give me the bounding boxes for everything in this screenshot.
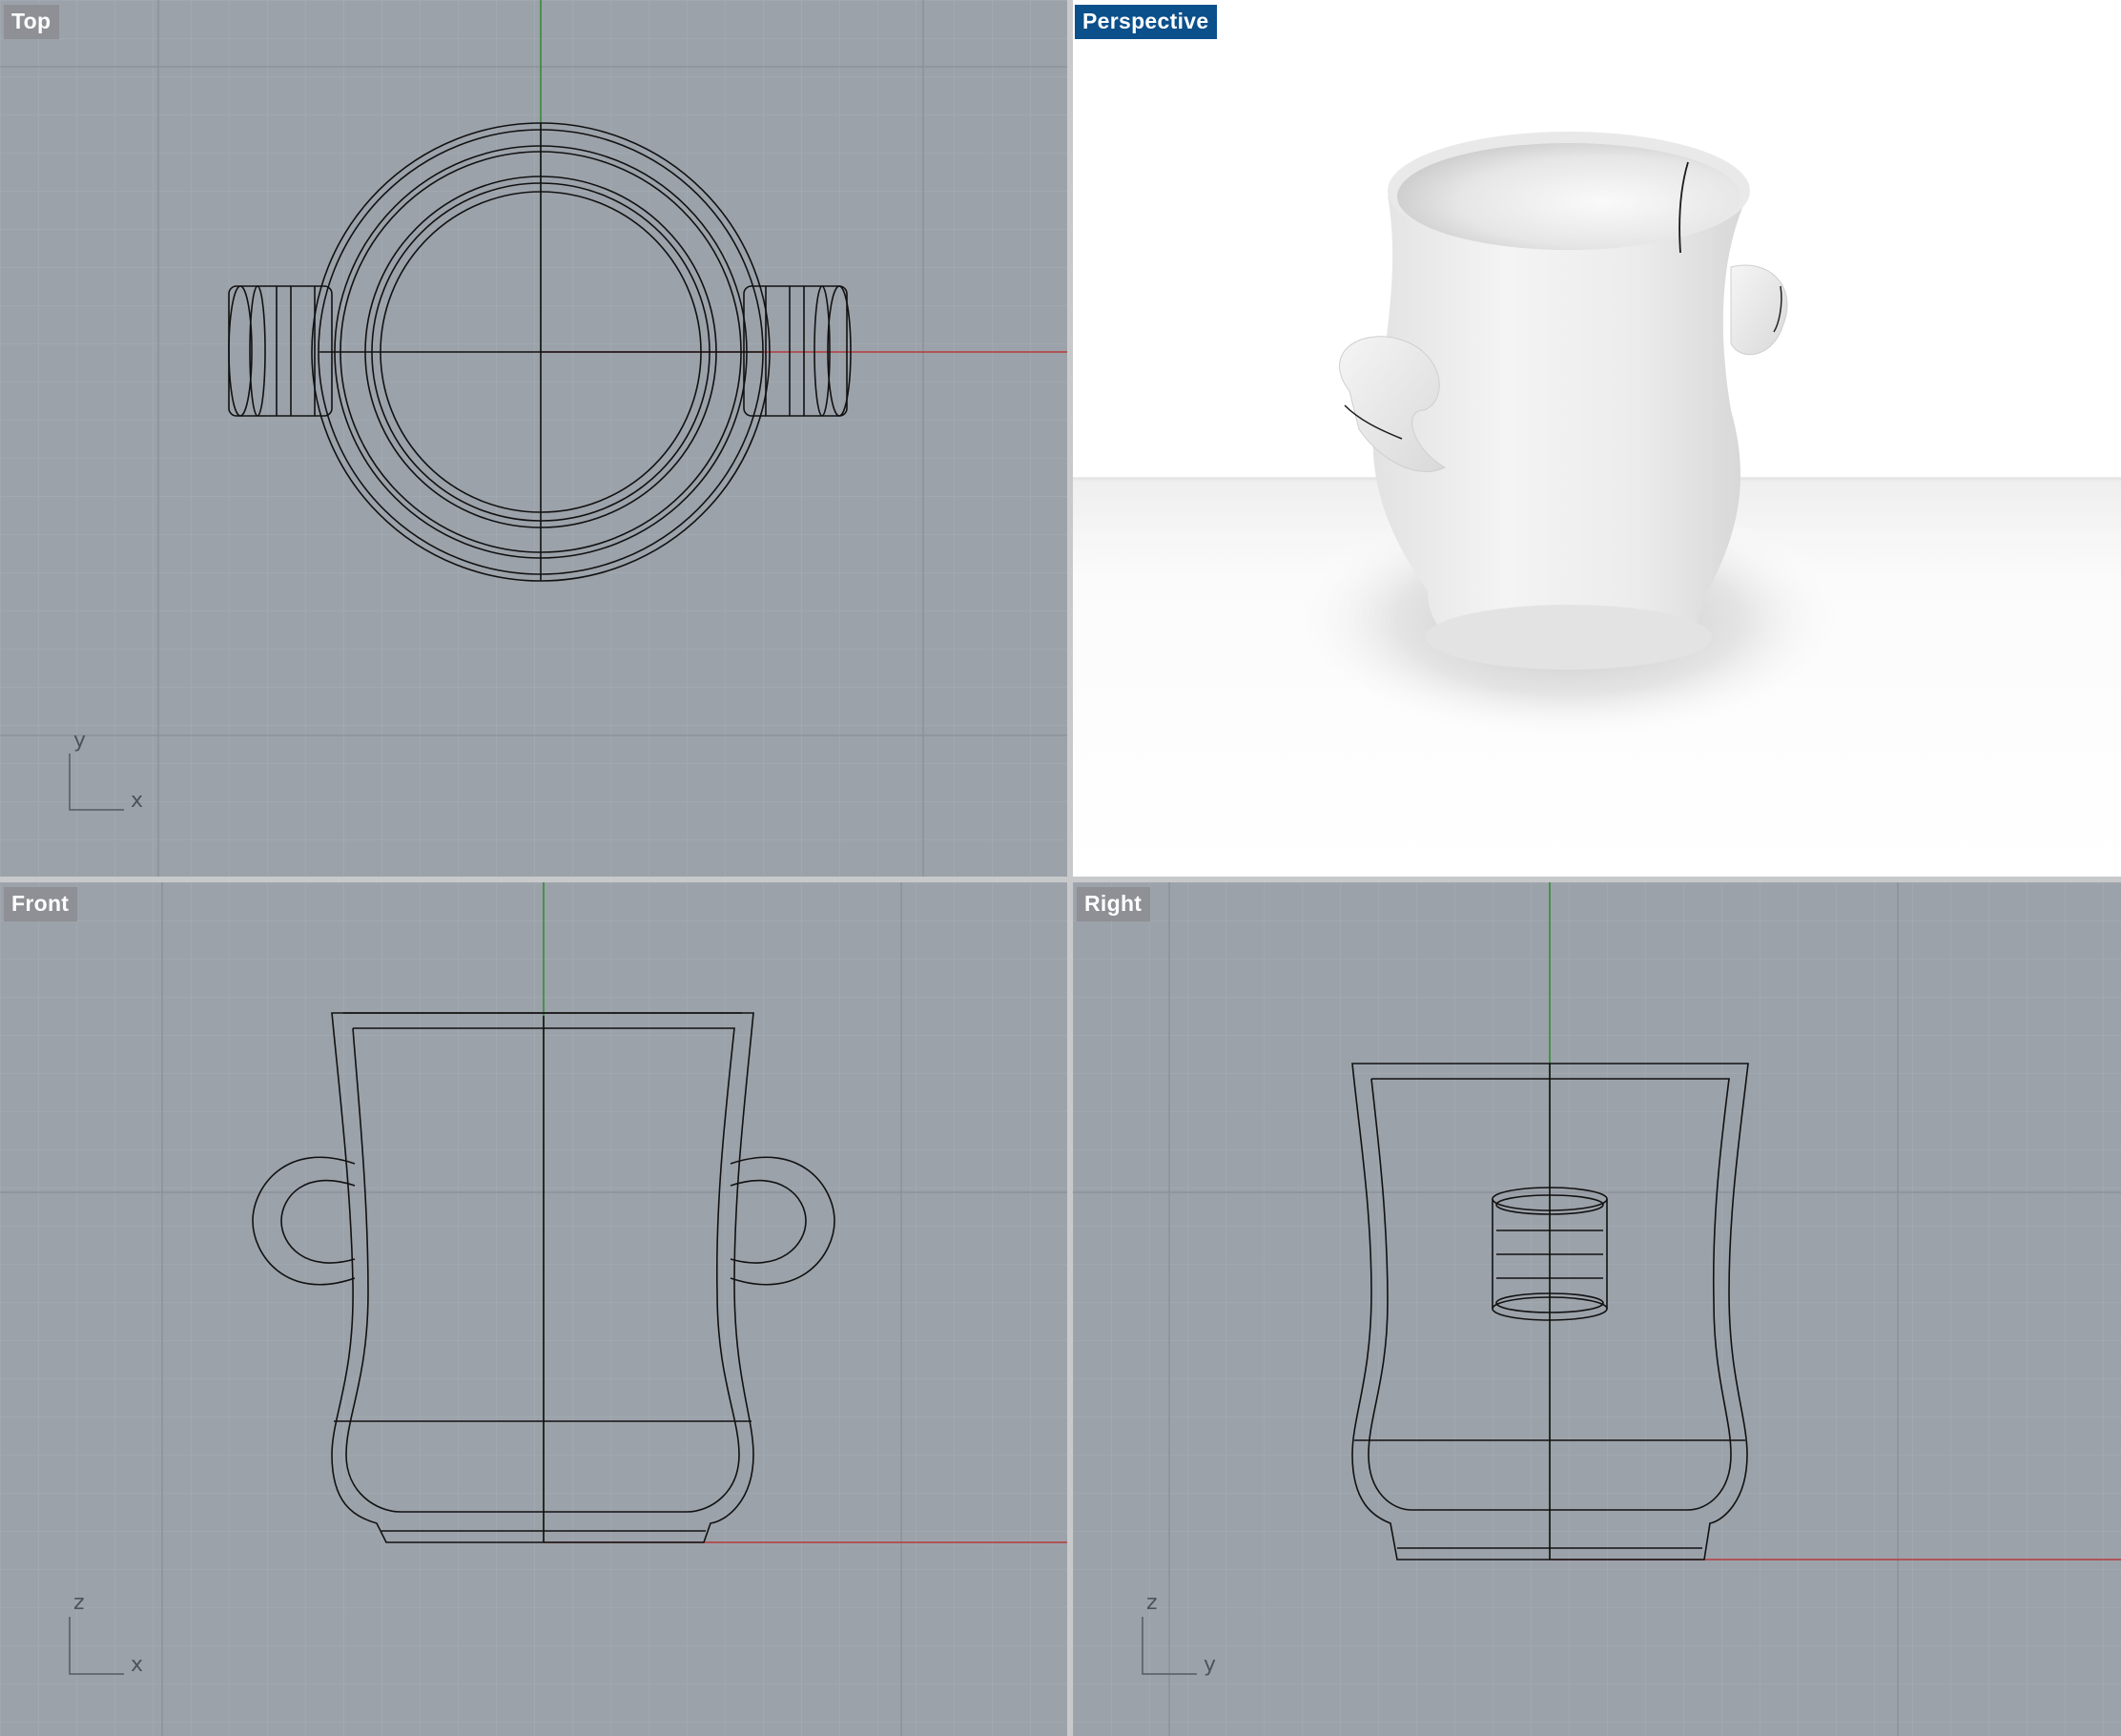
viewport-perspective[interactable]: Perspective — [1073, 0, 2121, 877]
mug-wireframe-top — [228, 122, 852, 582]
mug-render — [1339, 132, 1788, 670]
right-view-canvas[interactable] — [1073, 882, 2121, 1736]
grid-minor — [1073, 882, 2121, 1736]
axis-label-vertical: z — [1146, 1591, 1158, 1615]
axis-label-horizontal: x — [131, 789, 144, 813]
top-view-canvas[interactable] — [0, 0, 1067, 877]
perspective-render[interactable] — [1073, 0, 2121, 877]
axis-label-vertical: y — [73, 729, 87, 753]
front-view-canvas[interactable] — [0, 882, 1067, 1736]
grid-minor — [0, 0, 1067, 877]
viewport-label-top[interactable]: Top — [4, 5, 60, 39]
axis-label-horizontal: y — [1204, 1653, 1217, 1677]
axis-label-vertical: z — [73, 1591, 85, 1615]
mug-wireframe-front — [252, 1012, 835, 1543]
viewport-right[interactable]: Right z y — [1073, 882, 2121, 1736]
viewport-top[interactable]: Top y x — [0, 0, 1067, 877]
axis-label-horizontal: x — [131, 1653, 144, 1677]
grid-major — [0, 882, 1067, 1736]
viewport-label-front[interactable]: Front — [4, 887, 78, 921]
grid-minor — [0, 882, 1067, 1736]
axis-triad-front — [69, 1617, 124, 1675]
axis-triad-right — [1142, 1617, 1197, 1675]
mug-wireframe-right — [1351, 1063, 1749, 1560]
axis-triad-top — [69, 754, 124, 811]
viewport-front[interactable]: Front z x — [0, 882, 1067, 1736]
grid-major — [0, 0, 1067, 877]
viewport-label-perspective[interactable]: Perspective — [1075, 5, 1218, 39]
viewport-label-right[interactable]: Right — [1077, 887, 1151, 921]
